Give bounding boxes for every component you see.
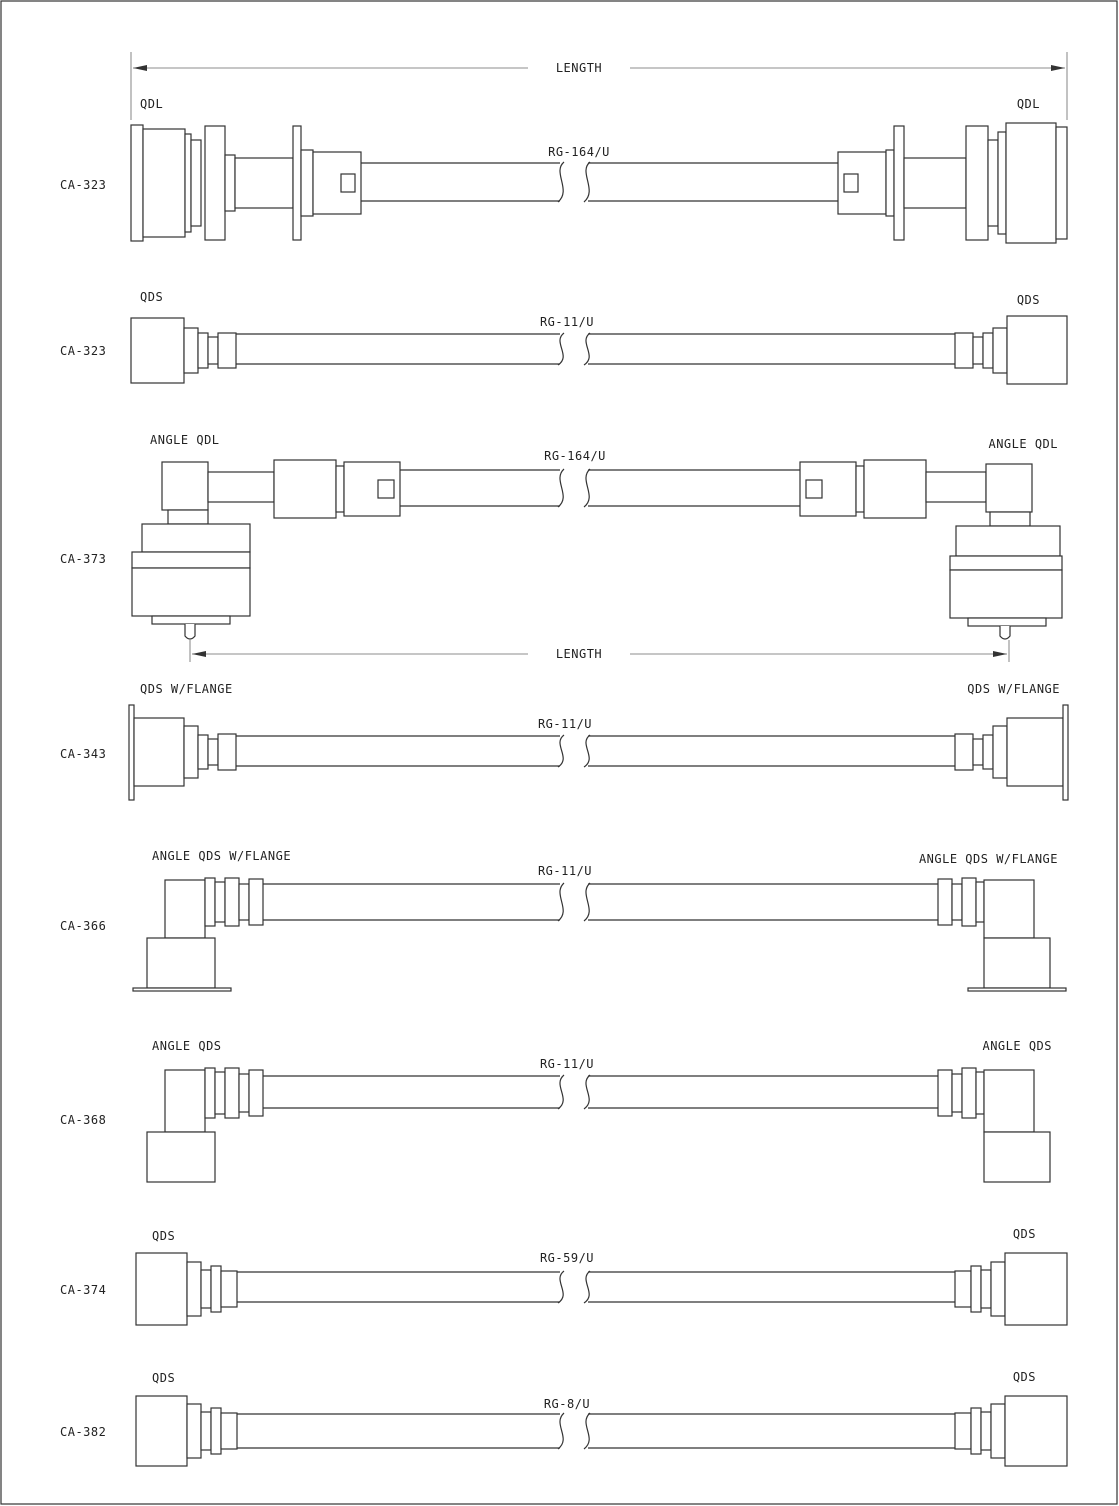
cable-break-symbol [557, 882, 591, 922]
right-angle-qds-flange-connector [937, 877, 1067, 992]
assembly-row-3: CA-343 QDS W/FLANGE QDS W/FLANGE RG-11/U [60, 682, 1069, 801]
part-number-label: CA-323 [60, 344, 106, 358]
cable-break-symbol [557, 161, 591, 203]
assembly-row-2: CA-373 ANGLE QDL ANGLE QDL RG-164/U [60, 433, 1063, 640]
left-angle-qds-connector [146, 1067, 264, 1183]
assembly-row-7: CA-382 QDS QDS RG-8/U [60, 1370, 1068, 1467]
cable-type-label: RG-11/U [540, 315, 594, 329]
part-number-label: CA-382 [60, 1425, 106, 1439]
right-connector-label: QDS [1013, 1227, 1036, 1241]
left-qds-connector [135, 1252, 238, 1326]
right-qds-connector [954, 1252, 1068, 1326]
assembly-row-5: CA-368 ANGLE QDS ANGLE QDS RG-11/U [60, 1039, 1052, 1183]
right-connector-label: QDS [1017, 293, 1040, 307]
left-connector-label: QDS [152, 1229, 175, 1243]
left-angle-qdl-connector [131, 459, 401, 640]
right-connector-label: QDL [1017, 97, 1040, 111]
left-qds-flange-connector [128, 704, 237, 801]
right-angle-qds-connector [937, 1067, 1051, 1183]
right-connector-label: QDS W/FLANGE [967, 682, 1060, 696]
cable-type-label: RG-59/U [540, 1251, 594, 1265]
cable-break-symbol [557, 332, 591, 366]
cable-type-label: RG-164/U [544, 449, 606, 463]
right-qds-connector [954, 315, 1068, 385]
right-connector-label: ANGLE QDL [988, 437, 1058, 451]
assembly-row-0: CA-323 QDL QDL RG-164/U [60, 97, 1068, 244]
right-connector-label: QDS [1013, 1370, 1036, 1384]
cable-type-label: RG-164/U [548, 145, 610, 159]
cable-break-symbol [557, 734, 591, 768]
left-angle-qds-flange-connector [132, 877, 264, 992]
right-qdl-connector [837, 122, 1068, 244]
top-length-label: LENGTH [556, 61, 602, 75]
left-connector-label: QDS W/FLANGE [140, 682, 233, 696]
left-connector-label: QDL [140, 97, 163, 111]
cable-type-label: RG-11/U [538, 717, 592, 731]
left-connector-label: ANGLE QDS W/FLANGE [152, 849, 291, 863]
left-connector-label: QDS [140, 290, 163, 304]
left-qdl-connector [130, 124, 362, 242]
part-number-label: CA-374 [60, 1283, 106, 1297]
cable-break-symbol [557, 1270, 591, 1304]
right-qds-flange-connector [954, 704, 1069, 801]
middle-length-dimension: LENGTH [189, 640, 1010, 662]
right-qds-connector [954, 1395, 1068, 1467]
top-length-dimension: LENGTH [130, 52, 1068, 120]
right-connector-label: ANGLE QDS W/FLANGE [919, 852, 1058, 866]
part-number-label: CA-373 [60, 552, 106, 566]
cable-type-label: RG-11/U [540, 1057, 594, 1071]
left-qds-connector [135, 1395, 238, 1467]
assembly-row-1: CA-323 QDS QDS RG-11/U [60, 290, 1068, 385]
left-qds-connector [130, 317, 237, 384]
cable-break-symbol [557, 1074, 591, 1110]
right-connector-label: ANGLE QDS [982, 1039, 1052, 1053]
cable-break-symbol [557, 1412, 591, 1450]
right-angle-qdl-connector [799, 459, 1063, 640]
cable-break-symbol [557, 468, 591, 508]
part-number-label: CA-366 [60, 919, 106, 933]
assembly-row-4: CA-366 ANGLE QDS W/FLANGE ANGLE QDS W/FL… [60, 849, 1067, 992]
left-connector-label: ANGLE QDS [152, 1039, 222, 1053]
cable-type-label: RG-8/U [544, 1397, 590, 1411]
part-number-label: CA-323 [60, 178, 106, 192]
left-connector-label: ANGLE QDL [150, 433, 220, 447]
part-number-label: CA-368 [60, 1113, 106, 1127]
cable-type-label: RG-11/U [538, 864, 592, 878]
left-connector-label: QDS [152, 1371, 175, 1385]
middle-length-label: LENGTH [556, 647, 602, 661]
assembly-row-6: CA-374 QDS QDS RG-59/U [60, 1227, 1068, 1326]
part-number-label: CA-343 [60, 747, 106, 761]
